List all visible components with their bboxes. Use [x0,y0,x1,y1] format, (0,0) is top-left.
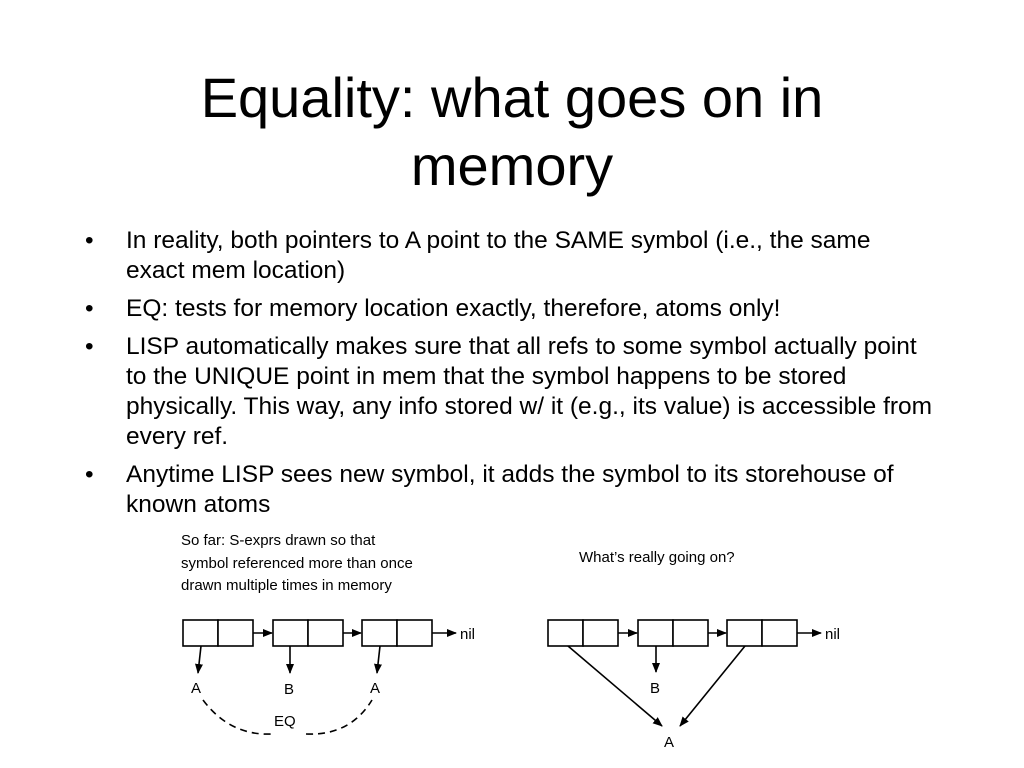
bullet-dot: • [85,333,94,360]
bullet-text: LISP automatically makes sure that all r… [126,333,933,450]
eq-dashed-arc [202,699,373,735]
cons-cell [547,619,619,647]
bullet-item: • Anytime LISP sees new symbol, it adds … [85,460,935,520]
atom-b-label: B [284,681,294,698]
right-diagram: What’s really going on? nil B A [547,549,840,751]
atom-b-label: B [650,680,660,697]
cons-cell [182,619,254,647]
title-line-2: memory [410,134,614,197]
nil-label: nil [825,626,840,643]
cdr-box [582,619,619,647]
cons-cell [361,619,433,647]
cons-cell [726,619,798,647]
slide-title: Equality: what goes on in memory [0,64,1024,200]
bullet-dot: • [85,295,94,322]
left-caption-line-2: symbol referenced more than once [181,555,413,572]
bullet-text: In reality, both pointers to A point to … [126,227,871,284]
atom-a-label: A [191,680,201,697]
right-caption: What’s really going on? [579,549,735,566]
bullet-item: • EQ: tests for memory location exactly,… [85,294,935,324]
bullet-dot: • [85,461,94,488]
car-box [361,619,398,647]
cons-cell [272,619,344,647]
bullet-dot: • [85,227,94,254]
shared-car-pointer-arrow [567,645,663,727]
left-caption-line-3: drawn multiple times in memory [181,577,392,594]
bullet-text: EQ: tests for memory location exactly, t… [126,295,781,322]
car-box [637,619,674,647]
car-box [272,619,309,647]
bullet-text: Anytime LISP sees new symbol, it adds th… [126,461,894,518]
bullet-item: • LISP automatically makes sure that all… [85,332,935,452]
atom-a-label: A [370,680,380,697]
car-pointer-arrow [195,645,203,674]
eq-label: EQ [274,713,296,730]
left-caption-line-1: So far: S-exprs drawn so that [181,532,376,549]
title-line-1: Equality: what goes on in [200,66,824,129]
cdr-box [761,619,798,647]
left-diagram: So far: S-exprs drawn so that symbol ref… [181,532,475,735]
cons-cell [637,619,709,647]
memory-diagram: So far: S-exprs drawn so that symbol ref… [181,532,840,751]
cdr-box [217,619,254,647]
nil-label: nil [460,626,475,643]
car-box [547,619,584,647]
bullet-list: • In reality, both pointers to A point t… [85,226,935,528]
car-pointer-arrow [374,645,382,674]
cdr-box [396,619,433,647]
cdr-box [672,619,709,647]
atom-a-label: A [664,734,674,751]
bullet-item: • In reality, both pointers to A point t… [85,226,935,286]
car-box [182,619,219,647]
cdr-box [307,619,344,647]
shared-car-pointer-arrow [679,645,746,727]
car-box [726,619,763,647]
